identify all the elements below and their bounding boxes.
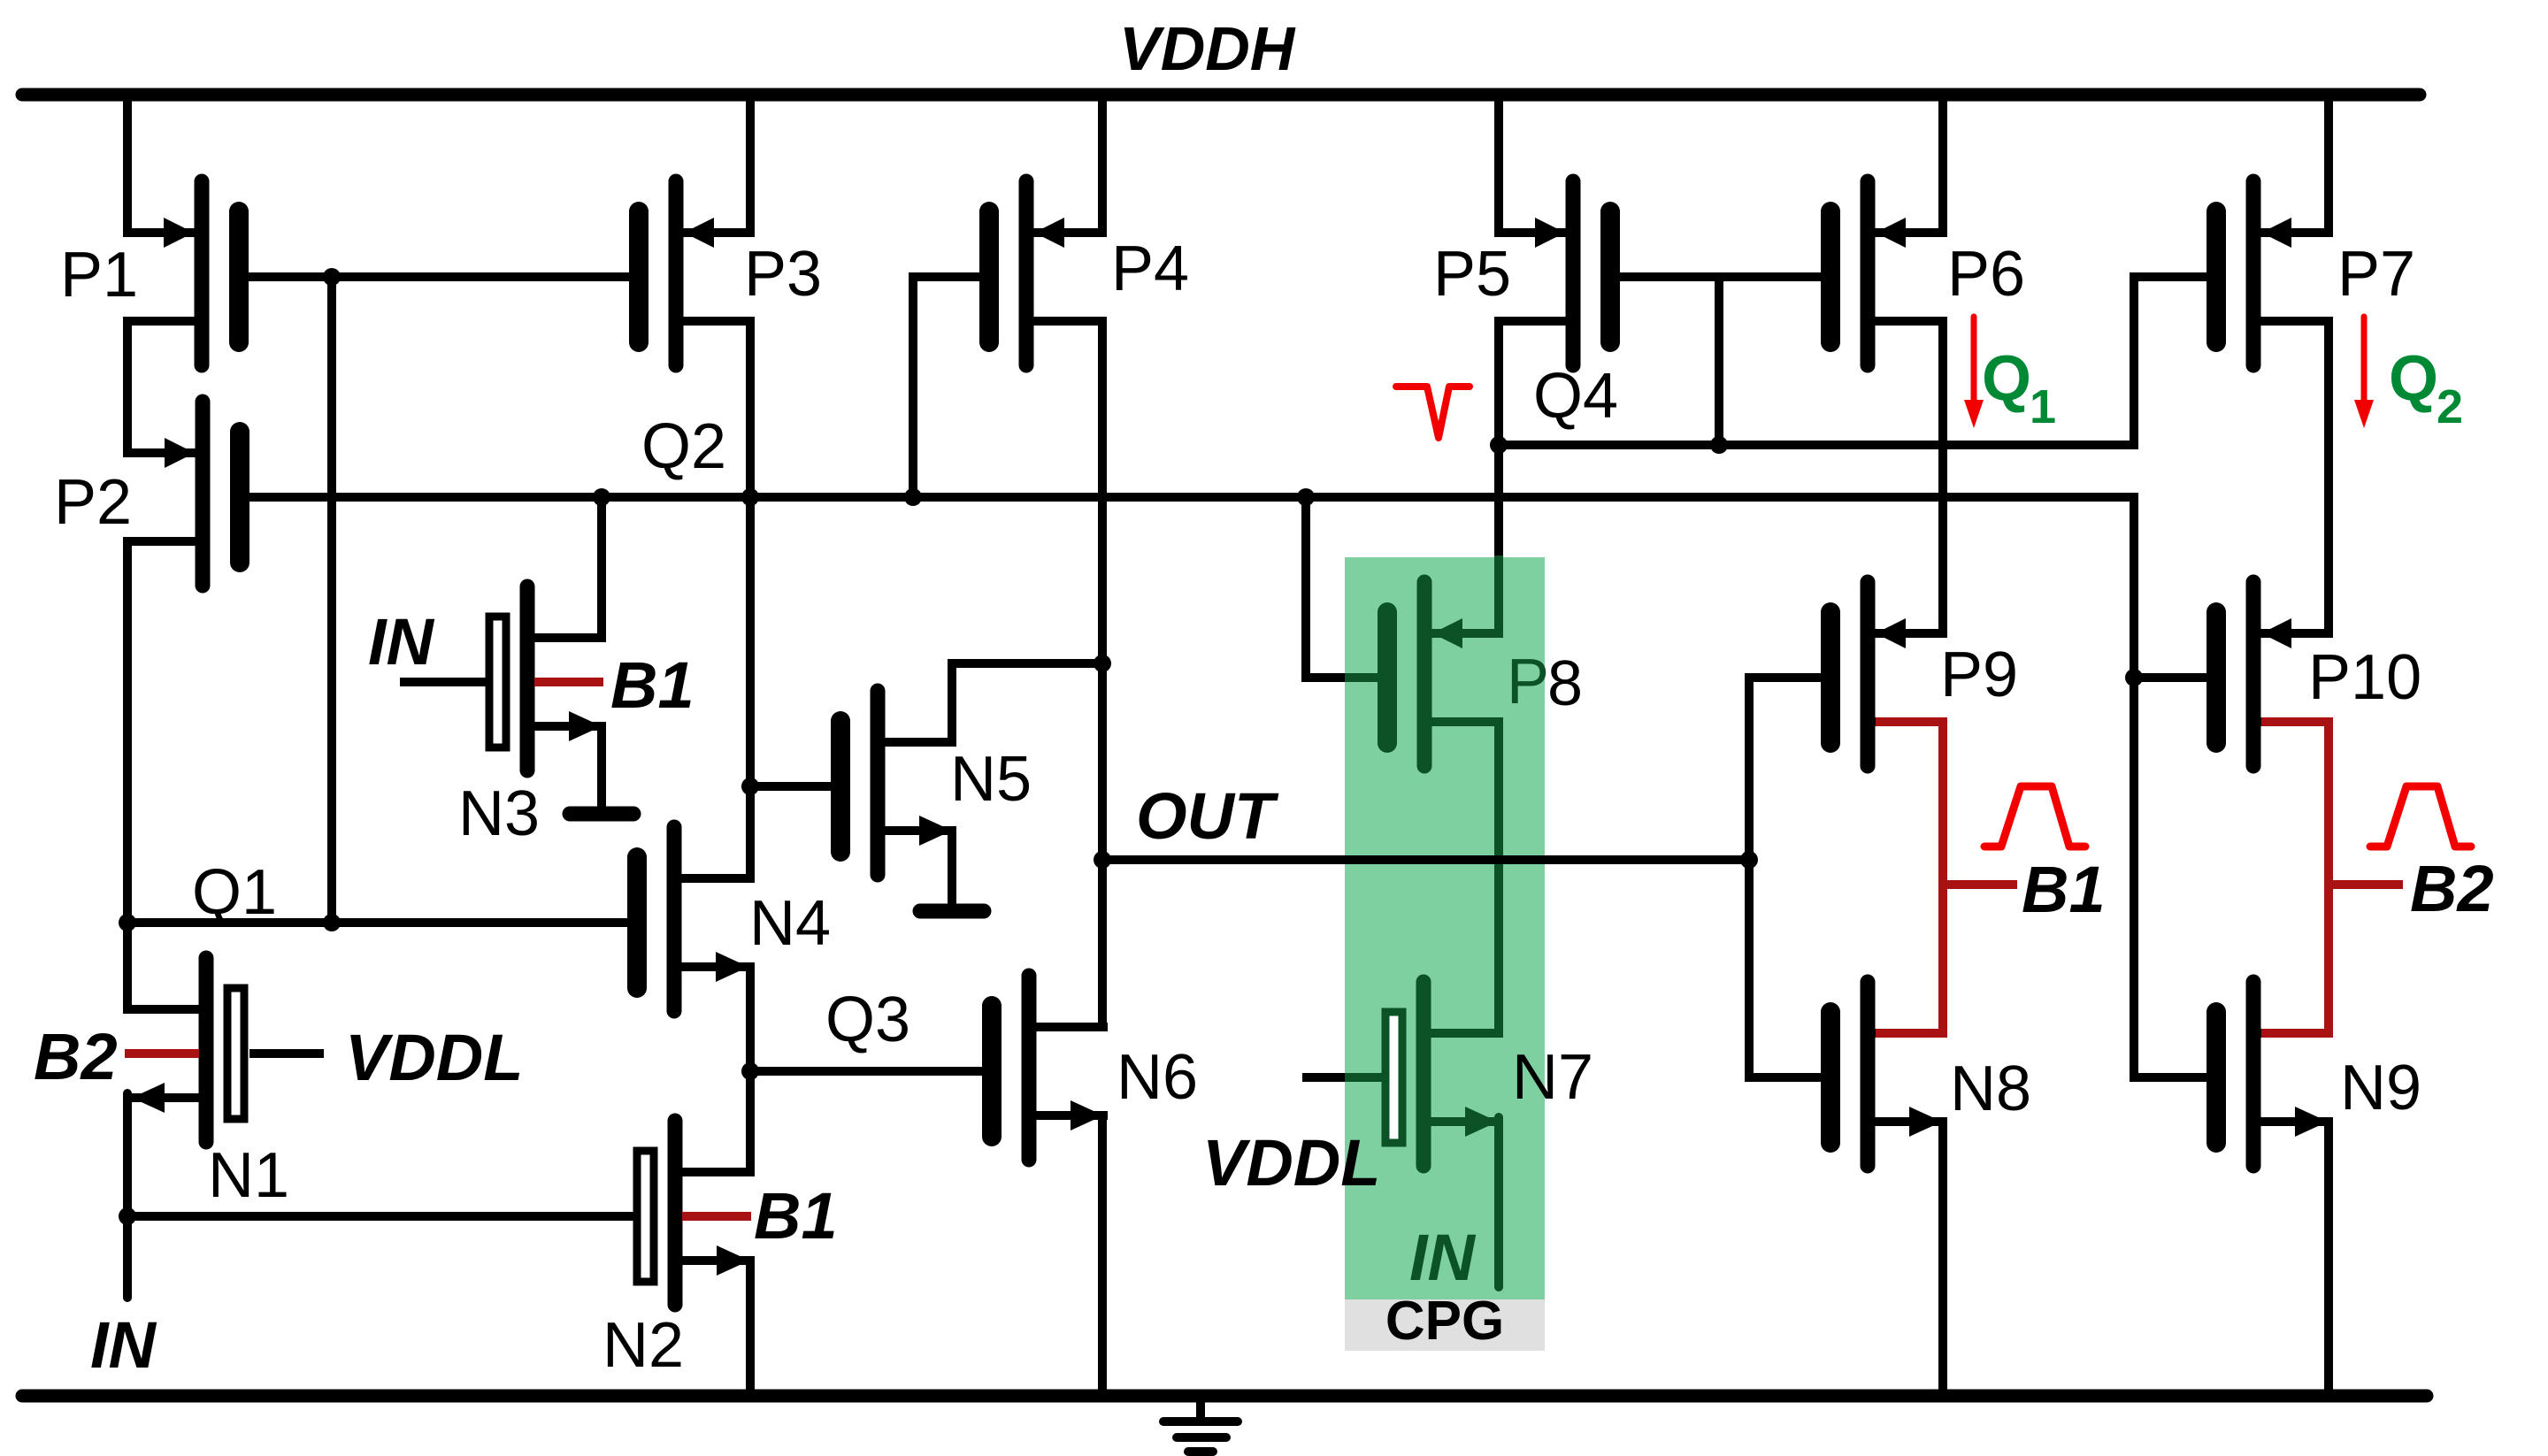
svg-text:N5: N5 — [950, 744, 1032, 815]
svg-text:IN: IN — [368, 605, 435, 678]
svg-text:CPG: CPG — [1385, 1291, 1504, 1352]
svg-text:Q: Q — [1982, 343, 2031, 414]
svg-text:N3: N3 — [458, 778, 540, 849]
svg-text:VDDH: VDDH — [1119, 14, 1296, 83]
svg-text:B1: B1 — [2022, 853, 2106, 926]
svg-text:N7: N7 — [1512, 1042, 1593, 1113]
svg-text:Q1: Q1 — [192, 857, 277, 928]
svg-text:VDDL: VDDL — [1202, 1126, 1380, 1199]
svg-text:P2: P2 — [54, 467, 132, 538]
svg-text:P9: P9 — [1940, 640, 2018, 710]
svg-text:IN: IN — [90, 1308, 157, 1382]
svg-text:P1: P1 — [60, 240, 138, 310]
svg-text:P5: P5 — [1433, 239, 1511, 310]
svg-text:Q4: Q4 — [1533, 361, 1618, 432]
svg-text:Q: Q — [2389, 343, 2438, 414]
svg-text:1: 1 — [2030, 380, 2056, 433]
svg-text:IN: IN — [1409, 1221, 1477, 1294]
svg-text:8: 8 — [1547, 648, 1583, 719]
svg-text:N1: N1 — [208, 1140, 289, 1211]
svg-text:B2: B2 — [2410, 852, 2494, 925]
svg-text:Q3: Q3 — [825, 985, 910, 1055]
svg-text:P10: P10 — [2308, 642, 2421, 713]
svg-text:N4: N4 — [749, 888, 831, 959]
svg-text:P: P — [1507, 647, 1549, 717]
svg-text:N9: N9 — [2340, 1053, 2421, 1123]
svg-text:P4: P4 — [1111, 234, 1189, 304]
svg-text:B2: B2 — [34, 1020, 118, 1093]
svg-text:N2: N2 — [602, 1310, 684, 1381]
svg-text:P7: P7 — [2337, 239, 2415, 310]
svg-text:B1: B1 — [754, 1179, 838, 1253]
svg-text:Q2: Q2 — [641, 411, 726, 482]
svg-text:2: 2 — [2437, 380, 2463, 433]
svg-text:B1: B1 — [610, 648, 695, 722]
svg-text:P3: P3 — [744, 239, 822, 310]
svg-text:N8: N8 — [1950, 1054, 2031, 1124]
svg-text:P6: P6 — [1947, 239, 2025, 310]
svg-text:N6: N6 — [1117, 1042, 1198, 1113]
svg-text:OUT: OUT — [1136, 779, 1279, 853]
svg-text:VDDL: VDDL — [345, 1021, 523, 1094]
